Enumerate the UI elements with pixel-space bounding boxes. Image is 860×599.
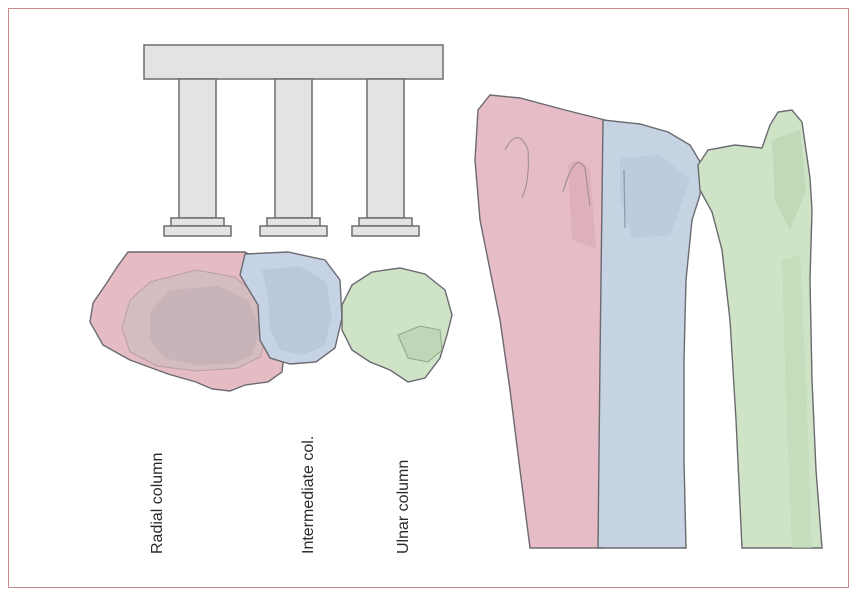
pillar-ulnar — [352, 79, 419, 236]
label-ulnar-column: Ulnar column — [395, 460, 412, 554]
ulnar-column-section — [342, 268, 452, 382]
pillar-radial — [164, 79, 231, 236]
pillar-structure — [144, 45, 443, 236]
axial-section — [90, 252, 452, 391]
label-radial-column: Radial column — [149, 453, 166, 554]
pillar-roof-beam — [144, 45, 443, 79]
frontal-view — [475, 95, 822, 548]
column-labels: Radial column Intermediate col. Ulnar co… — [149, 436, 412, 554]
radius-radial-column — [475, 95, 605, 548]
label-intermediate-column: Intermediate col. — [300, 436, 317, 554]
pillar-intermediate — [260, 79, 327, 236]
